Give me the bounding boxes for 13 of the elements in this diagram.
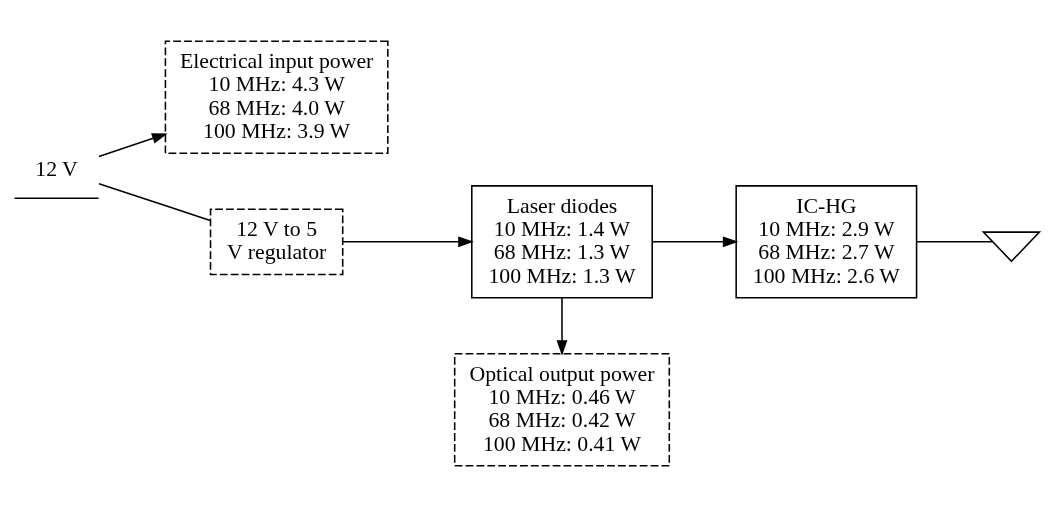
- node-box: Optical output power 10 MHz: 0.46 W 68 MHz: 0.42 W 100 MHz: 0.41 W: [453, 353, 671, 467]
- arrow: [342, 236, 474, 248]
- node-text: 12 V: [35, 157, 78, 182]
- node-box: Laser diodes 10 MHz: 1.4 W 68 MHz: 1.3 W 100 MHz: 1.3 W: [471, 185, 653, 299]
- node-box: 12 V to 5 V regulator: [209, 208, 344, 276]
- node-box: IC-HG 10 MHz: 2.9 W 68 MHz: 2.7 W 100 MHz: 2.6 W: [735, 185, 918, 299]
- arrow: [556, 297, 568, 356]
- arrow: [651, 236, 739, 248]
- node-box: Electrical input power 10 MHz: 4.3 W 68 MHz: 4.0 W 100 MHz: 3.9 W: [164, 40, 389, 154]
- arrow: [98, 133, 168, 158]
- connector: [98, 182, 211, 222]
- node-triangle: [981, 231, 1042, 263]
- connector: [916, 241, 994, 243]
